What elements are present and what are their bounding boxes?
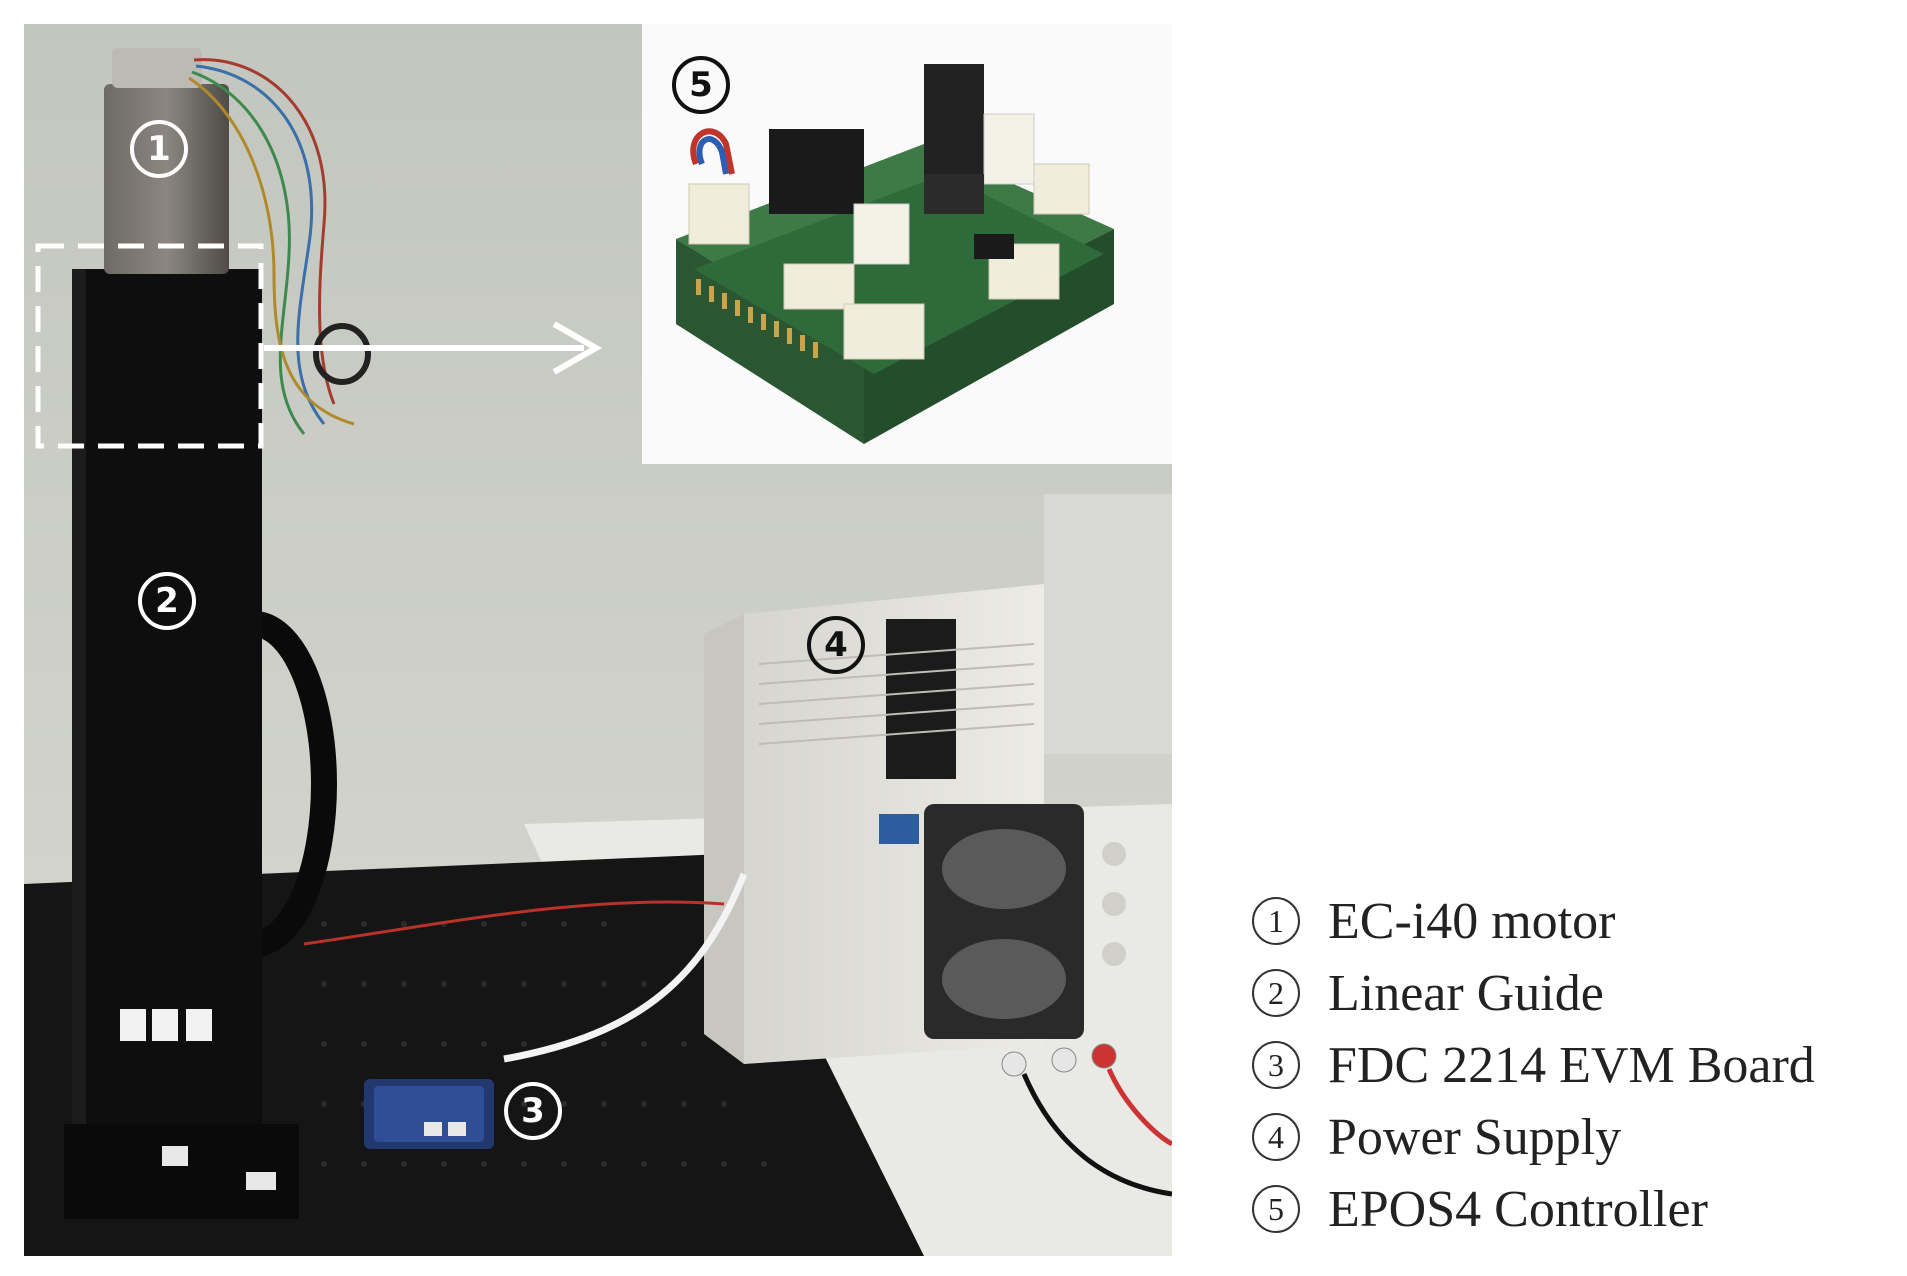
legend-label: FDC 2214 EVM Board [1328,1036,1815,1094]
linear-guide-edge [72,269,86,1179]
legend-item-motor: 1 EC-i40 motor [1250,885,1900,957]
legend-label: Power Supply [1328,1108,1622,1166]
epos4-board [676,64,1114,444]
legend-item-linear-guide: 2 Linear Guide [1250,957,1900,1029]
legend-number: 2 [1252,969,1300,1017]
marker-2: 2 [138,572,196,630]
legend-label: Linear Guide [1328,964,1604,1022]
marker-3: 3 [504,1082,562,1140]
legend-item-controller: 5 EPOS4 Controller [1250,1173,1900,1245]
scene-illustration [24,24,1172,1256]
legend-number: 3 [1252,1041,1300,1089]
wall-right-panel [1044,494,1172,754]
component-legend: 1 EC-i40 motor 2 Linear Guide 3 FDC 2214… [1250,885,1900,1245]
highlight-box [35,243,264,449]
power-supply [704,584,1126,1077]
fdc-evm-board [364,1079,494,1149]
motor-cap [112,48,202,88]
legend-item-power-supply: 4 Power Supply [1250,1101,1900,1173]
marker-5: 5 [672,56,730,114]
setup-photo: 1 2 3 4 5 [24,24,1172,1256]
legend-label: EPOS4 Controller [1328,1180,1708,1238]
linear-guide [72,269,262,1179]
legend-item-fdc-board: 3 FDC 2214 EVM Board [1250,1029,1900,1101]
legend-number: 1 [1252,897,1300,945]
legend-label: EC-i40 motor [1328,892,1616,950]
legend-number: 4 [1252,1113,1300,1161]
marker-1: 1 [130,120,188,178]
marker-4: 4 [807,616,865,674]
guide-base [64,1124,299,1219]
legend-number: 5 [1252,1185,1300,1233]
